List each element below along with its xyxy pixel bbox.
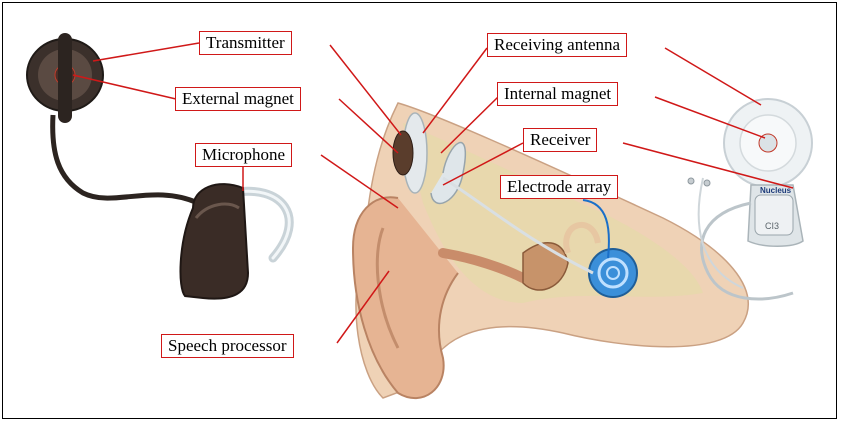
leader-receiver-ear [442, 142, 524, 186]
leader-receiving-antenna-device [664, 47, 762, 106]
implant-model-text: CI3 [765, 221, 779, 231]
label-receiving-antenna: Receiving antenna [487, 33, 628, 57]
implant-device: Nucleus CI3 [687, 98, 813, 301]
leader-lines [72, 42, 794, 344]
diagram-frame: Nucleus CI3 Transmitter External [2, 2, 837, 419]
leader-receiving-antenna-ear [422, 47, 488, 134]
implant-brand-text: Nucleus [760, 186, 792, 195]
coil-clip [58, 33, 72, 123]
cochlear-implant-illustration: Nucleus CI3 [26, 33, 813, 399]
internal-magnet-shape [758, 133, 778, 153]
label-internal-magnet: Internal magnet [497, 82, 619, 106]
ear-cross-section [351, 102, 749, 399]
leader-receiver-device [622, 142, 794, 189]
leader-electrode-array [582, 199, 610, 259]
leader-microphone-ear [320, 154, 399, 209]
label-electrode-array: Electrode array [500, 175, 619, 199]
external-device [26, 33, 294, 300]
label-transmitter: Transmitter [199, 31, 292, 55]
leader-transmitter-device [92, 42, 200, 62]
leader-internal-magnet-device [654, 96, 766, 139]
label-speech-processor: Speech processor [161, 334, 294, 358]
speech-processor-body [179, 183, 250, 300]
transmitter-cable [50, 114, 200, 206]
leader-external-magnet-ear [338, 98, 399, 154]
leader-transmitter-ear [329, 44, 402, 136]
leader-internal-magnet-ear [440, 96, 499, 154]
label-external-magnet: External magnet [175, 87, 301, 111]
label-microphone: Microphone [195, 143, 293, 167]
cochlea-shape [588, 248, 638, 298]
leader-speech-processor [336, 270, 390, 344]
label-receiver: Receiver [523, 128, 598, 152]
leader-external-magnet-device [72, 74, 177, 100]
